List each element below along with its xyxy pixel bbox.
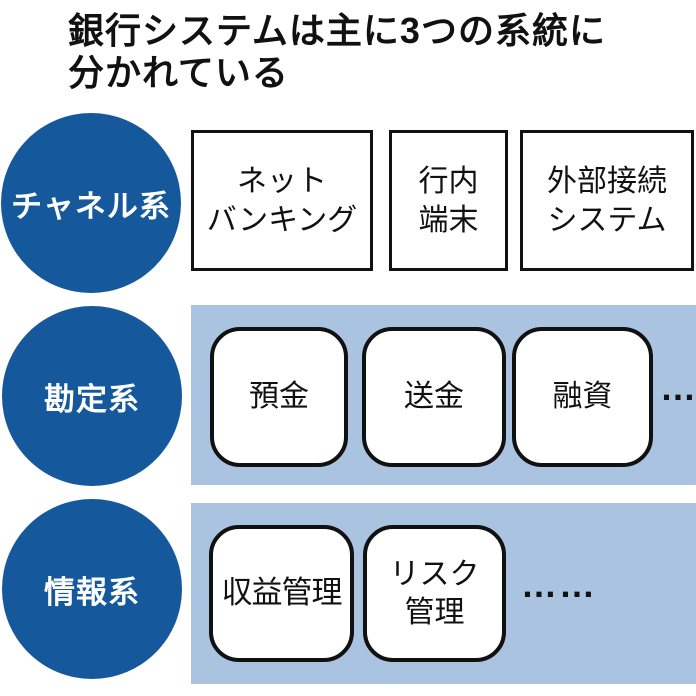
info-box-risk-management: リスク 管理 [363, 525, 506, 662]
category-label-core-banking: 勘定系 [44, 381, 140, 417]
core-box-remittance-label: 送金 [404, 380, 464, 414]
channel-box-branch-terminal: 行内 端末 [389, 130, 508, 271]
information-ellipsis: …… [521, 564, 597, 605]
info-box-revenue-management-label: 収益管理 [221, 575, 343, 611]
core-box-remittance: 送金 [362, 327, 506, 467]
channel-box-net-banking: ネット バンキング [191, 130, 373, 271]
core-box-loans-label: 融資 [552, 380, 613, 414]
category-circle-core-banking: 勘定系 [2, 306, 182, 486]
core-box-deposits: 預金 [210, 327, 348, 467]
info-box-revenue-management: 収益管理 [209, 525, 354, 662]
channel-box-external-connection: 外部接続 システム [520, 130, 694, 271]
core-box-loans: 融資 [512, 327, 653, 467]
info-box-risk-management-label: リスク 管理 [389, 558, 480, 629]
channel-box-net-banking-label: ネット バンキング [206, 164, 358, 237]
core-banking-ellipsis: … [660, 367, 696, 408]
channel-box-branch-terminal-label: 行内 端末 [418, 164, 479, 237]
category-label-information: 情報系 [44, 574, 140, 610]
category-circle-channel: チャネル系 [1, 113, 181, 293]
core-box-deposits-label: 預金 [249, 380, 309, 414]
category-label-channel: チャネル系 [11, 188, 171, 224]
page-title: 銀行システムは主に3つの系統に 分かれている [68, 10, 606, 94]
channel-box-external-connection-label: 外部接続 システム [547, 164, 667, 237]
category-circle-information: 情報系 [2, 499, 182, 679]
